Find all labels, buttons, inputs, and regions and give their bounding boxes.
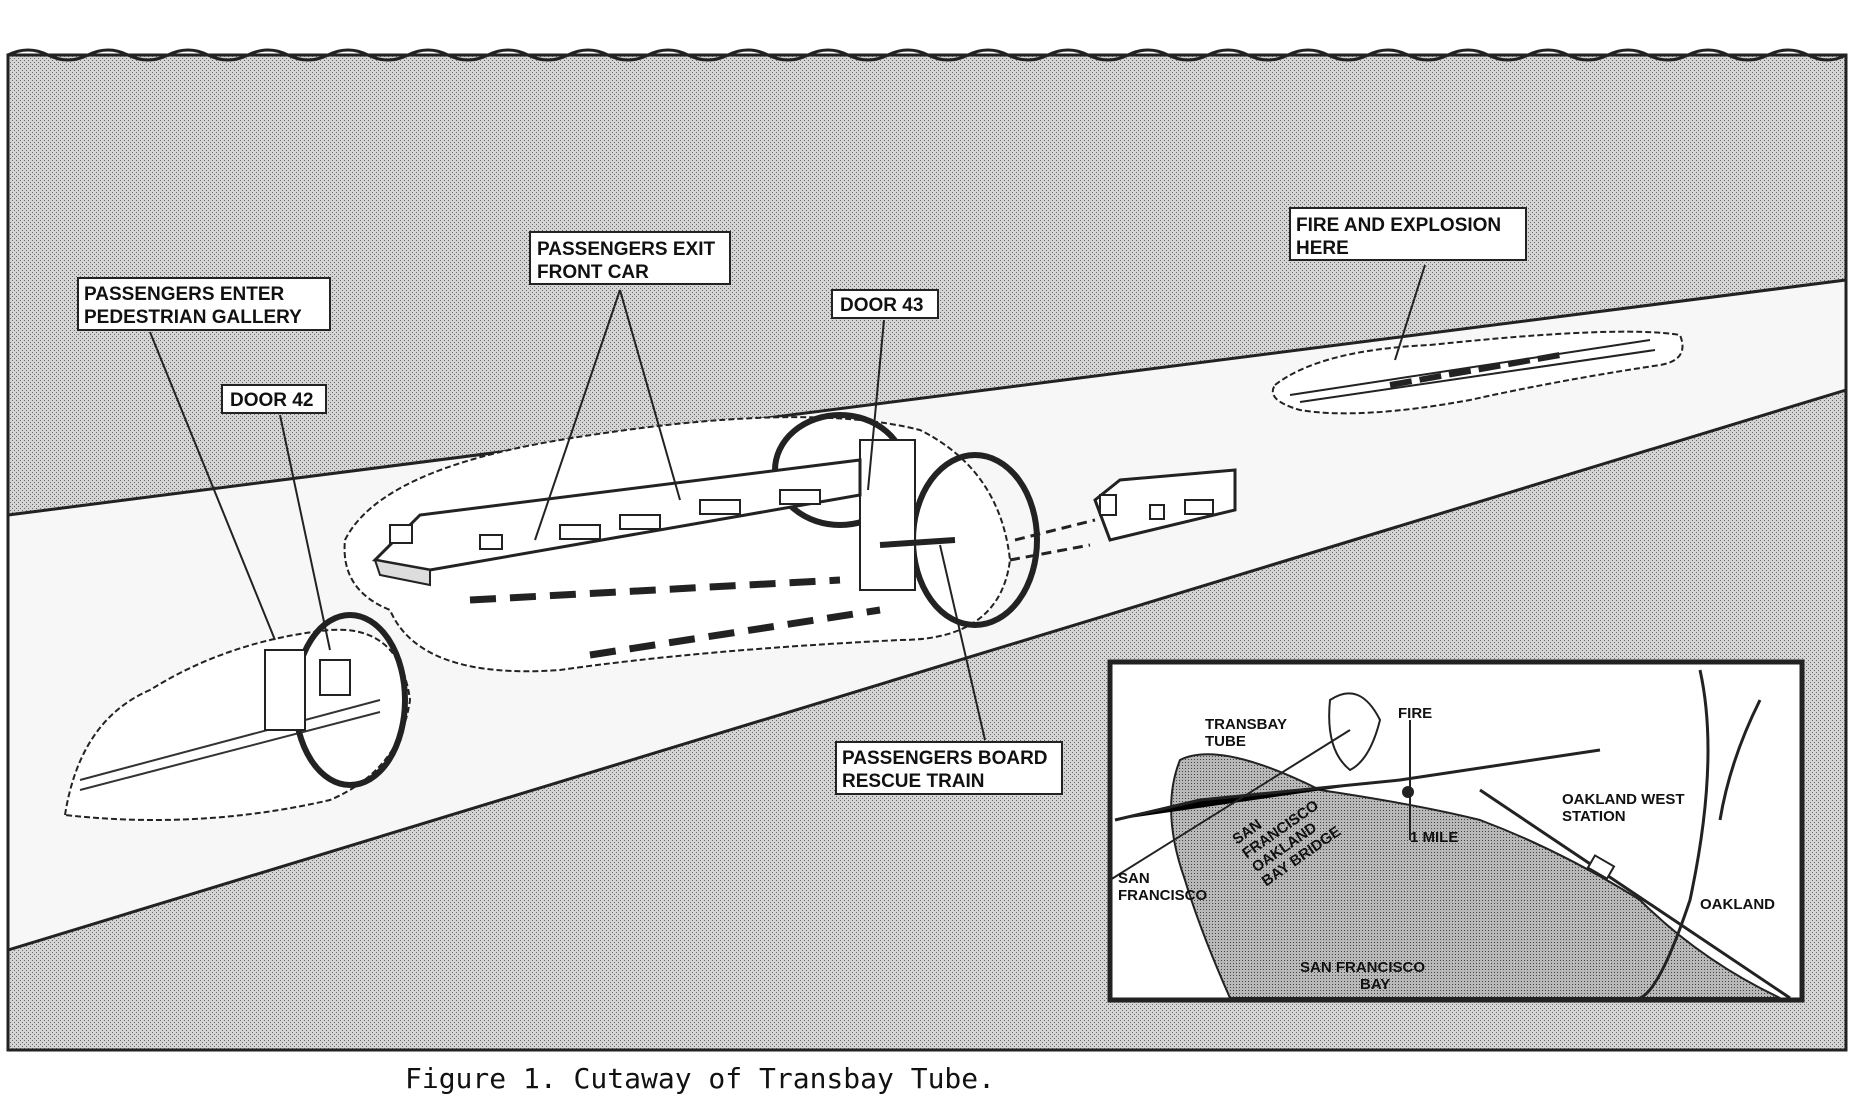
- svg-text:TRANSBAY: TRANSBAY: [1205, 716, 1287, 733]
- svg-text:PASSENGERS EXIT: PASSENGERS EXIT: [537, 239, 715, 260]
- pedestrian-gallery-cutaway: [63, 612, 412, 821]
- svg-text:STATION: STATION: [1562, 808, 1626, 825]
- svg-text:RESCUE TRAIN: RESCUE TRAIN: [842, 771, 985, 792]
- label-door-42: DOOR 42: [221, 384, 331, 651]
- svg-text:DOOR 43: DOOR 43: [840, 295, 923, 316]
- svg-text:BAY: BAY: [1360, 976, 1390, 993]
- svg-text:FRANCISCO: FRANCISCO: [1118, 887, 1207, 904]
- svg-text:SAN FRANCISCO: SAN FRANCISCO: [1300, 959, 1425, 976]
- label-passengers-exit: PASSENGERS EXIT FRONT CAR: [529, 231, 731, 541]
- svg-text:PASSENGERS BOARD: PASSENGERS BOARD: [842, 748, 1048, 769]
- label-door-43: DOOR 43: [831, 289, 939, 491]
- svg-text:OAKLAND WEST: OAKLAND WEST: [1562, 791, 1685, 808]
- svg-text:FIRE: FIRE: [1398, 705, 1432, 722]
- inset-map: TRANSBAY TUBE FIRE SAN FRANCISCO OAKLAND…: [1107, 659, 1805, 1003]
- rescue-train: [1009, 468, 1237, 562]
- svg-text:SAN: SAN: [1118, 870, 1150, 887]
- svg-text:PASSENGERS ENTER: PASSENGERS ENTER: [84, 284, 285, 305]
- svg-text:PEDESTRIAN GALLERY: PEDESTRIAN GALLERY: [84, 307, 302, 328]
- main-tunnel-cutaway: [343, 412, 1040, 673]
- label-passengers-board: PASSENGERS BOARD RESCUE TRAIN: [835, 544, 1063, 795]
- svg-text:FIRE AND EXPLOSION: FIRE AND EXPLOSION: [1296, 215, 1501, 236]
- svg-text:DOOR 42: DOOR 42: [230, 390, 313, 411]
- svg-text:1 MILE: 1 MILE: [1410, 829, 1458, 846]
- svg-text:TUBE: TUBE: [1205, 733, 1246, 750]
- label-fire-explosion: FIRE AND EXPLOSION HERE: [1289, 207, 1527, 361]
- figure-caption: Figure 1. Cutaway of Transbay Tube.: [404, 1062, 995, 1095]
- svg-text:HERE: HERE: [1296, 238, 1349, 259]
- svg-text:OAKLAND: OAKLAND: [1700, 896, 1775, 913]
- label-passengers-enter: PASSENGERS ENTER PEDESTRIAN GALLERY: [77, 277, 331, 641]
- svg-text:FRONT CAR: FRONT CAR: [537, 262, 649, 283]
- fire-location-cutaway: [1271, 330, 1684, 415]
